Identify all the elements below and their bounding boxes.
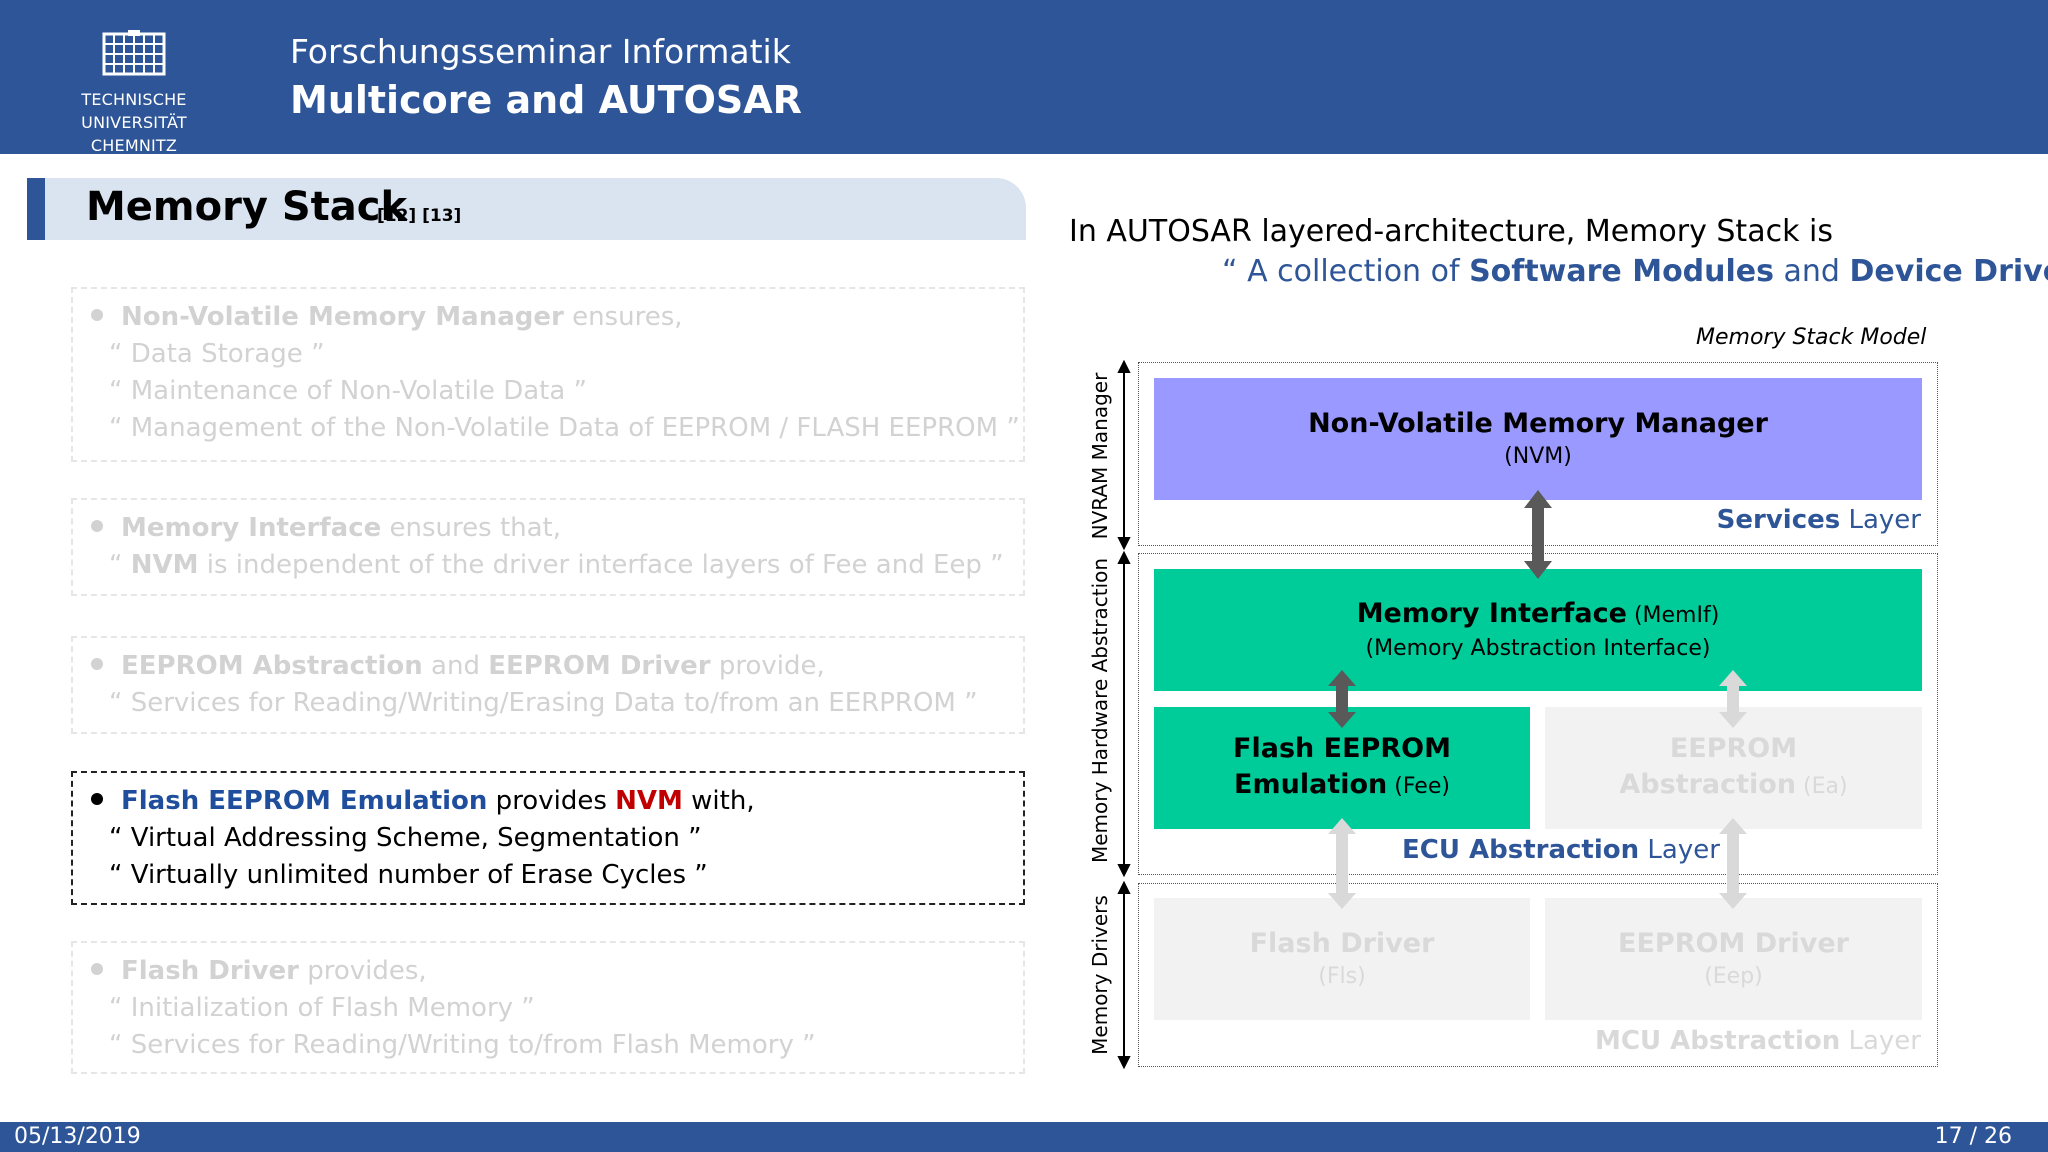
quote-text: “ A collection of — [1222, 254, 1470, 289]
info-term: NVM — [130, 550, 199, 580]
block-title: Flash EEPROM — [1233, 733, 1451, 764]
fee-block: Flash EEPROM Emulation (Fee) — [1154, 707, 1530, 829]
info-line: “ Services for Reading/Writing to/from F… — [109, 1030, 816, 1060]
ea-block: EEPROM Abstraction (Ea) — [1545, 707, 1922, 829]
layer-text: Layer — [1639, 835, 1720, 865]
block-subtitle: (Fls) — [1318, 964, 1366, 989]
layer-term: Services — [1716, 505, 1841, 535]
block-title: Emulation (Fee) — [1234, 767, 1450, 805]
bracket-mha — [1117, 550, 1131, 878]
block-subtitle: (NVM) — [1504, 444, 1572, 469]
layer-text: Layer — [1840, 1026, 1921, 1056]
section-accent — [27, 178, 45, 240]
block-title: Flash Driver — [1249, 928, 1435, 959]
footer-date: 05/13/2019 — [14, 1124, 141, 1149]
services-layer-label: Services Layer — [1717, 505, 1921, 535]
logo-text: TECHNISCHE UNIVERSITÄT CHEMNITZ — [26, 88, 242, 157]
header-bar: TECHNISCHE UNIVERSITÄT CHEMNITZ Forschun… — [0, 0, 2048, 155]
info-line: “ Data Storage ” — [109, 339, 325, 369]
info-term: Non-Volatile Memory Manager — [121, 302, 564, 332]
info-box-eeprom: EEPROM Abstraction and EEPROM Driver pro… — [71, 636, 1025, 734]
footer-bar: 05/13/2019 17 / 26 — [0, 1122, 2048, 1152]
quote-term: Device Drivers — [1849, 254, 2048, 289]
block-abbr: (MemIf) — [1626, 603, 1720, 628]
block-subtitle: (Memory Abstraction Interface) — [1365, 636, 1711, 661]
info-text: ensures, — [563, 302, 683, 332]
vlabel-nvram-manager: NVRAM Manager — [1088, 372, 1112, 540]
info-term: Memory Interface — [121, 513, 382, 543]
nvm-block: Non-Volatile Memory Manager (NVM) — [1154, 378, 1922, 500]
block-title: Memory Interface (MemIf) — [1357, 596, 1720, 634]
bullet — [91, 519, 103, 532]
bullet — [91, 657, 103, 670]
section-references: [12] [13] — [377, 206, 462, 226]
intro-line: In AUTOSAR layered-architecture, Memory … — [1069, 214, 1833, 249]
block-title-text: Memory Interface — [1356, 598, 1627, 629]
info-line: “ Services for Reading/Writing/Erasing D… — [109, 688, 978, 718]
info-text: provides — [487, 786, 616, 816]
block-abbr: (Ea) — [1796, 774, 1848, 799]
info-text: is independent of the driver interface l… — [198, 550, 1004, 580]
info-text: provide, — [710, 651, 825, 681]
course-title: Multicore and AUTOSAR — [290, 78, 802, 122]
info-box-flash-driver: Flash Driver provides, “ Initialization … — [71, 941, 1025, 1074]
block-title: Non-Volatile Memory Manager — [1308, 408, 1768, 439]
memif-block: Memory Interface (MemIf) (Memory Abstrac… — [1154, 569, 1922, 691]
quote-term: Software Modules — [1469, 254, 1774, 289]
layer-text: Layer — [1840, 505, 1921, 535]
info-text: provides, — [298, 956, 427, 986]
block-title-text: Abstraction — [1619, 769, 1797, 800]
info-term: Flash Driver — [121, 956, 299, 986]
section-title: Memory Stack — [86, 184, 408, 230]
info-box-nvm: Non-Volatile Memory Manager ensures, “ D… — [71, 287, 1025, 462]
layer-term: ECU Abstraction — [1402, 835, 1640, 865]
info-term: NVM — [615, 786, 683, 816]
info-line: “ NVM is independent of the driver inter… — [91, 547, 1023, 584]
info-box-memif: Memory Interface ensures that, “ NVM is … — [71, 498, 1025, 596]
info-line: “ Management of the Non-Volatile Data of… — [109, 413, 1020, 443]
info-text: “ — [109, 550, 131, 580]
block-title: Abstraction (Ea) — [1619, 767, 1847, 805]
model-label: Memory Stack Model — [1696, 325, 1927, 350]
bracket-nvram — [1117, 359, 1131, 551]
info-line: “ Maintenance of Non-Volatile Data ” — [109, 376, 588, 406]
block-title: EEPROM — [1669, 733, 1798, 764]
vlabel-memory-drivers: Memory Drivers — [1088, 895, 1112, 1055]
section-title-bar — [27, 178, 1026, 240]
mcu-layer-label: MCU Abstraction Layer — [1595, 1026, 1921, 1056]
info-text: with, — [682, 786, 755, 816]
layer-term: MCU Abstraction — [1594, 1026, 1841, 1056]
bracket-md — [1117, 880, 1131, 1070]
info-term: EEPROM Driver — [488, 651, 711, 681]
logo-line-2: CHEMNITZ — [90, 136, 178, 155]
info-term: EEPROM Abstraction — [121, 651, 423, 681]
bullet — [91, 962, 103, 975]
building-icon — [102, 30, 166, 76]
info-term: Flash EEPROM Emulation — [121, 786, 488, 816]
university-logo: TECHNISCHE UNIVERSITÄT CHEMNITZ — [26, 24, 246, 155]
bullet — [91, 792, 103, 805]
block-title-text: Emulation — [1234, 769, 1388, 800]
eep-block: EEPROM Driver (Eep) — [1545, 898, 1922, 1020]
info-line: “ Initialization of Flash Memory ” — [109, 993, 535, 1023]
block-abbr: (Fee) — [1387, 774, 1450, 799]
intro-quote: “ A collection of Software Modules and D… — [1222, 254, 2048, 289]
vlabel-memory-hardware-abstraction: Memory Hardware Abstraction — [1088, 557, 1112, 863]
info-text: ensures that, — [381, 513, 562, 543]
logo-line-1: TECHNISCHE UNIVERSITÄT — [81, 90, 187, 132]
info-text: and — [422, 651, 489, 681]
info-line: “ Virtually unlimited number of Erase Cy… — [109, 860, 708, 890]
fls-block: Flash Driver (Fls) — [1154, 898, 1530, 1020]
ecu-layer-label: ECU Abstraction Layer — [1402, 835, 1720, 865]
seminar-title: Forschungsseminar Informatik — [290, 32, 791, 71]
quote-text: and — [1774, 254, 1850, 289]
mcu-layer-frame — [1138, 883, 1938, 1067]
bullet — [91, 308, 103, 321]
block-title: EEPROM Driver — [1618, 928, 1849, 959]
block-subtitle: (Eep) — [1704, 964, 1763, 989]
info-line: “ Virtual Addressing Scheme, Segmentatio… — [109, 823, 702, 853]
page-number: 17 / 26 — [1934, 1124, 2012, 1149]
info-box-fee: Flash EEPROM Emulation provides NVM with… — [71, 771, 1025, 905]
